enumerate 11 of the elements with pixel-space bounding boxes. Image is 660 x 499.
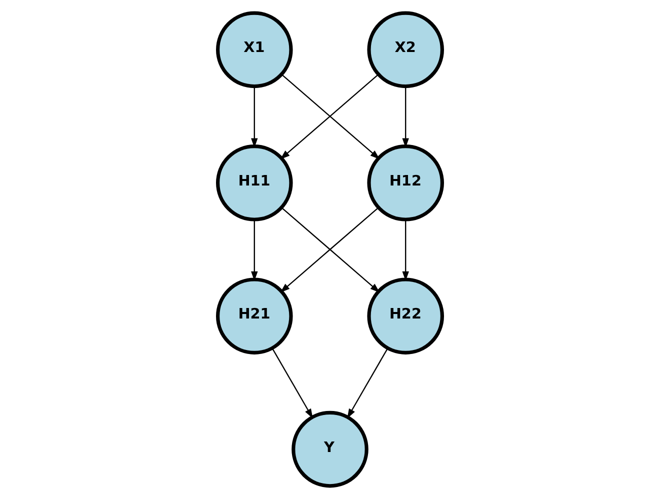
node-circle: X1: [216, 11, 293, 88]
node-circle: H12: [367, 144, 444, 222]
node-circle: H21: [216, 278, 293, 354]
node-circle: X2: [367, 11, 444, 88]
arrow: [272, 348, 313, 418]
arrow: [402, 86, 409, 148]
arrow: [251, 86, 258, 148]
node-circle: H22: [367, 278, 444, 354]
node-circle: Y: [292, 410, 368, 488]
node-circle: H11: [216, 144, 293, 222]
arrow: [347, 348, 388, 418]
